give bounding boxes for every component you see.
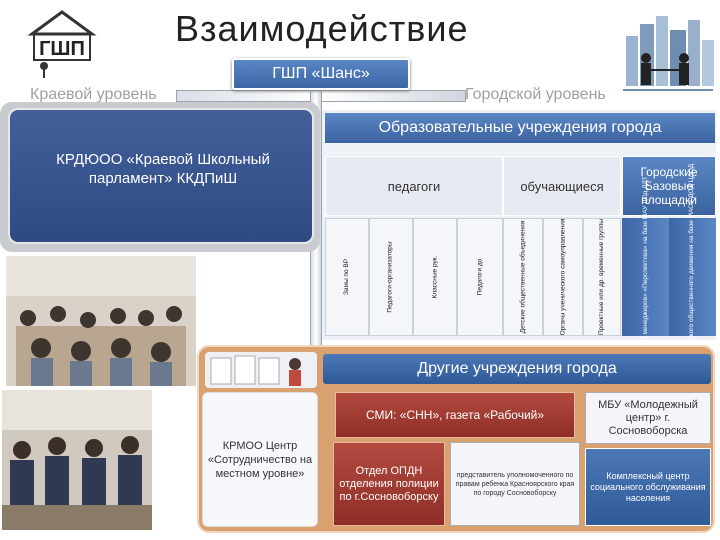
students-group: обучающиеся: [503, 156, 621, 216]
svg-text:ГШП: ГШП: [39, 38, 85, 60]
column-young-managers: «Школа юных менеджеров» «Перспектива» на…: [622, 176, 669, 378]
classroom-photo: [6, 256, 196, 386]
gshp-chance-box: ГШП «Шанс»: [232, 58, 410, 90]
column-deputies: Замы по ВР: [325, 218, 369, 336]
column-youth-movement: По развитию детского общественного движе…: [669, 164, 716, 390]
column-youth-associations: Детские общественные объединения: [503, 218, 543, 336]
column-teachers-do: Педагоги до: [457, 218, 503, 336]
page-title: Взаимодействие: [175, 8, 469, 49]
regional-level-label: Краевой уровень: [30, 86, 157, 103]
regional-parliament-text: КРДЮОО «Краевой Школьный парламент» ККДП…: [56, 151, 270, 187]
other-photo: [205, 352, 317, 388]
youth-center-box: МБУ «Молодежный центр» г. Сосновоборска: [585, 392, 711, 444]
city-level-label: Городской уровень: [465, 86, 606, 103]
social-service-center-box: Комплексный центр социального обслуживан…: [585, 448, 711, 526]
other-institutions-header: Другие учреждения города: [323, 354, 711, 384]
child-rights-representative-box: представитель уполномоченного по правам …: [450, 442, 580, 526]
column-self-government: Органы ученического самоуправления: [543, 218, 583, 336]
column-class-teachers: Классные рук.: [413, 218, 457, 336]
city-illustration: [618, 6, 718, 96]
column-project-groups: Проектные или др. временные группы: [583, 218, 621, 336]
regional-panel: [8, 108, 314, 244]
police-department-box: Отдел ОПДН отделения полиции по г.Соснов…: [333, 442, 445, 526]
city-base-sites-group: Городские Базовые площадки: [622, 156, 716, 216]
column-organizers: Педагоги-организаторы: [369, 218, 413, 336]
education-header: Образовательные учреждения города: [325, 113, 715, 143]
krmoo-center-box: КРМОО Центр «Сотрудничество на местном у…: [202, 392, 318, 527]
gshp-logo: ГШП: [22, 8, 102, 78]
teachers-group: педагоги: [325, 156, 503, 216]
students-photo: [2, 390, 152, 530]
media-box: СМИ: «СНН», газета «Рабочий»: [335, 392, 575, 438]
